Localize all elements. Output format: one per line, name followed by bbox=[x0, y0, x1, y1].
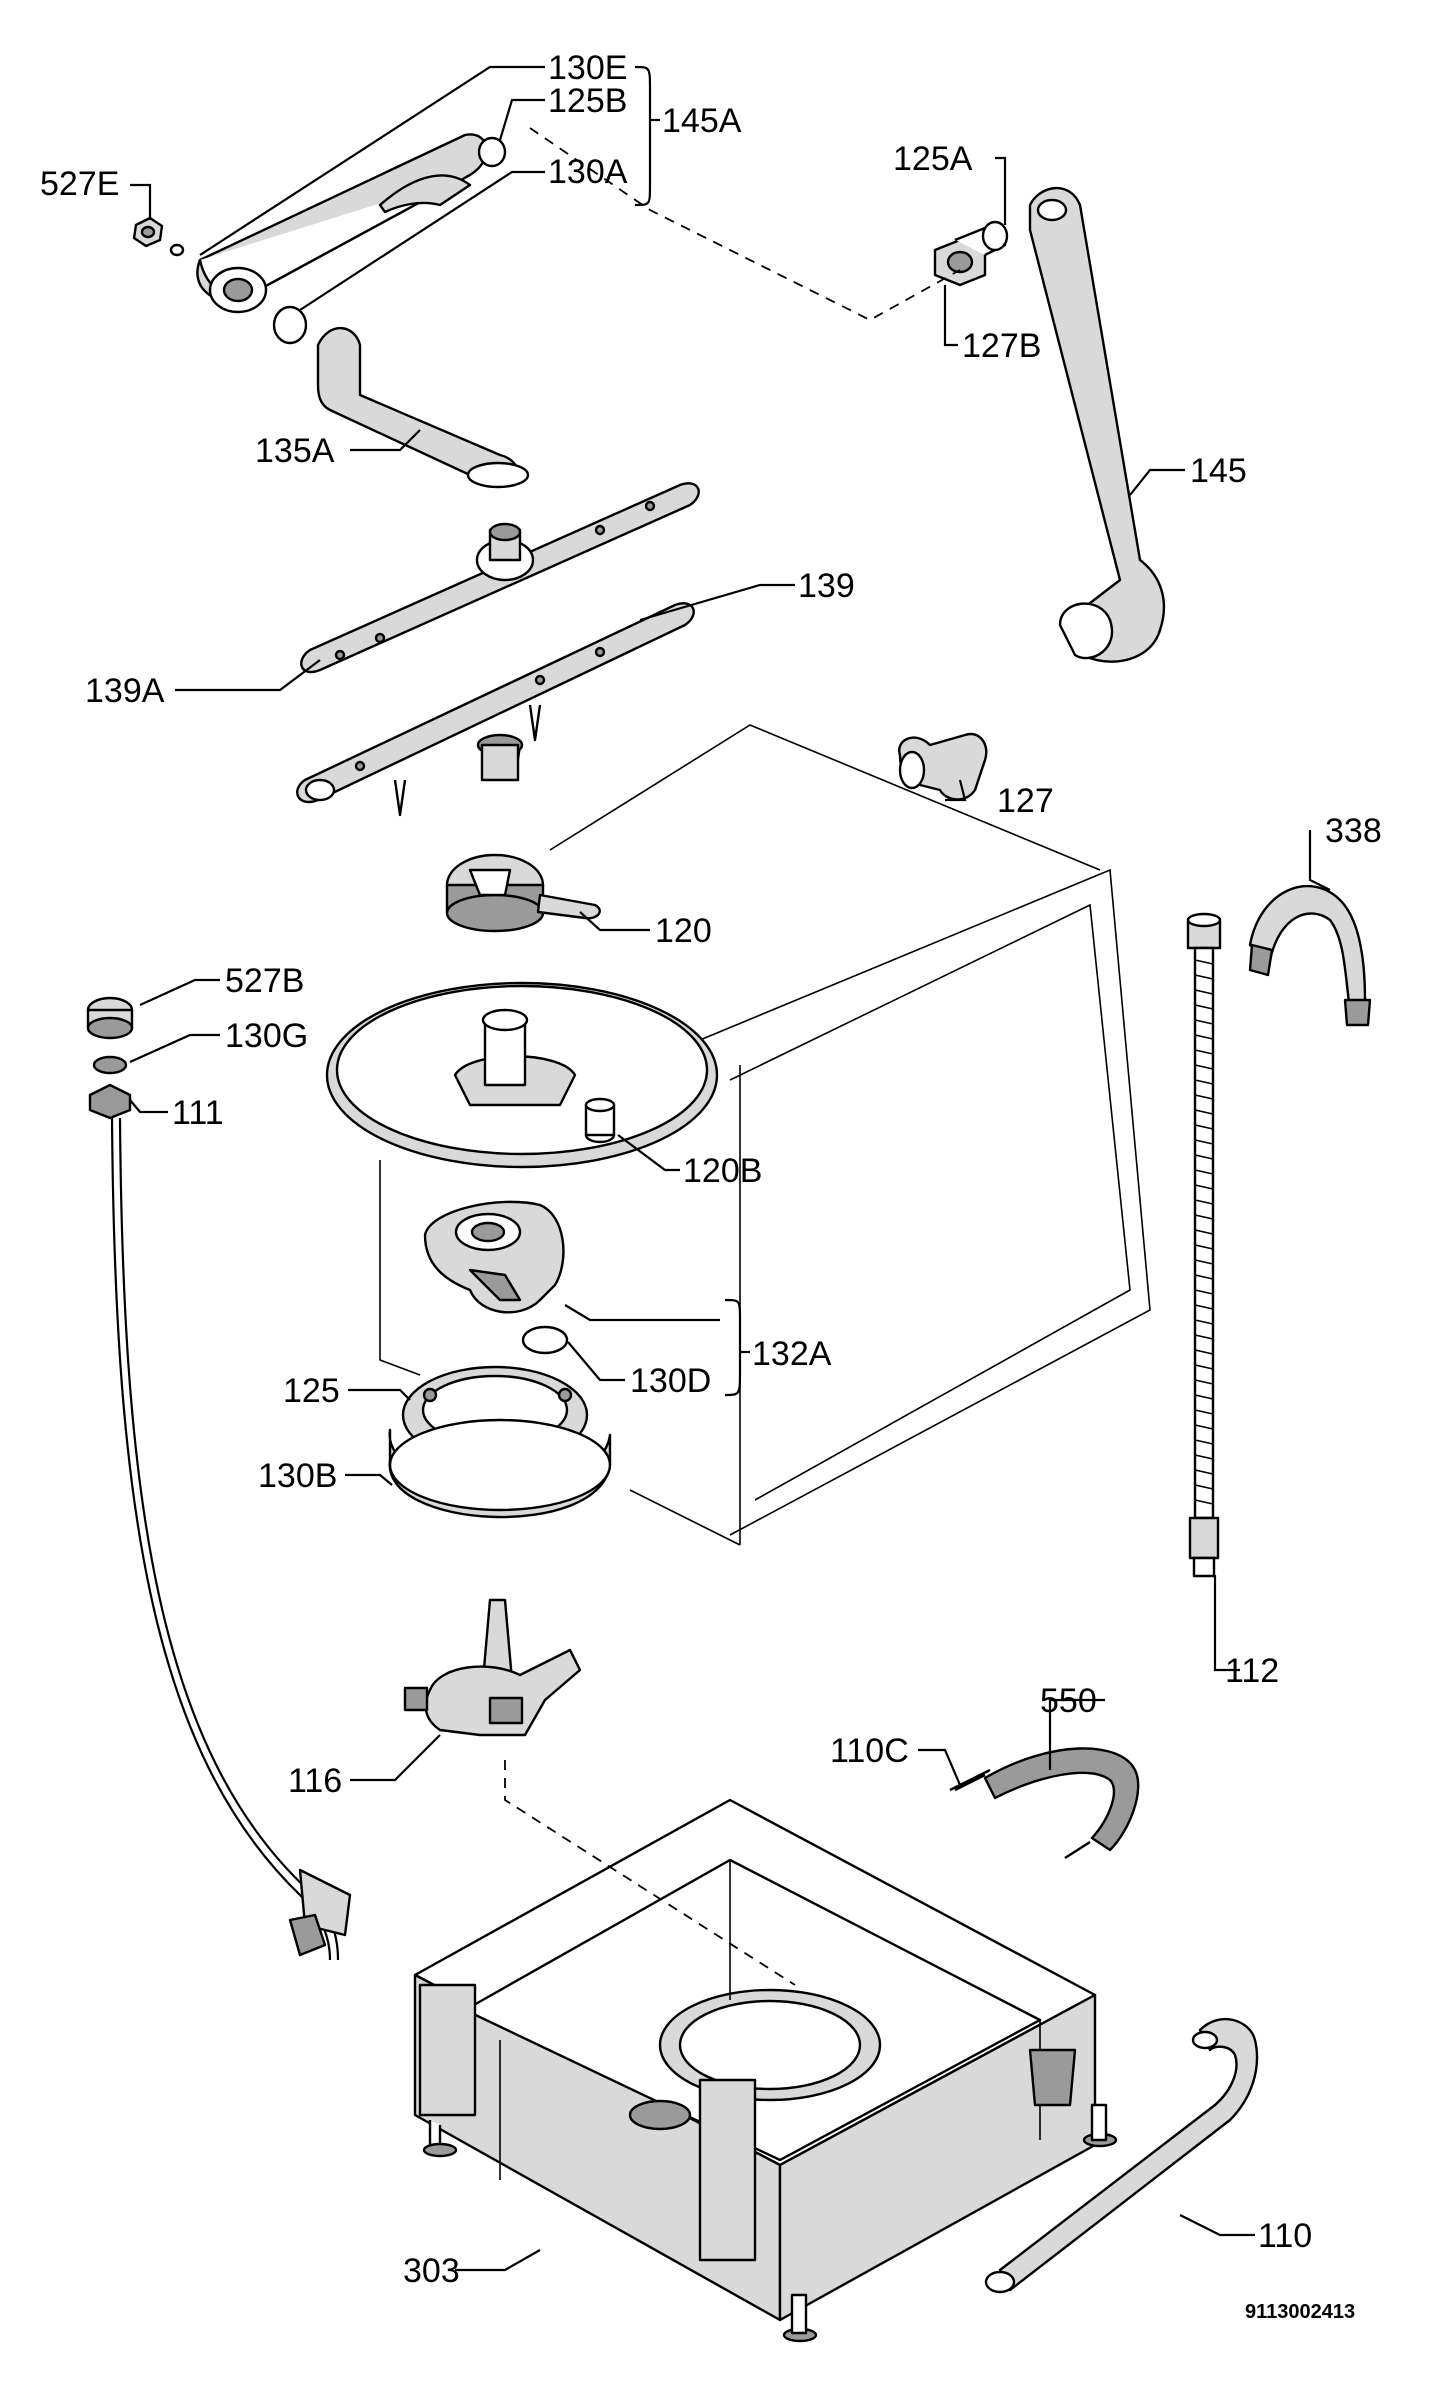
leader-lines bbox=[129, 65, 1331, 2272]
hose-110 bbox=[984, 2018, 1259, 2294]
washer-130g bbox=[92, 1055, 128, 1075]
label-527b: 527B bbox=[225, 962, 304, 1000]
label-130g: 130G bbox=[225, 1017, 308, 1055]
part-116 bbox=[403, 1598, 582, 1737]
seal-130d bbox=[521, 1325, 569, 1355]
ring-125a bbox=[981, 220, 1009, 252]
o-ring-130a bbox=[272, 305, 308, 345]
label-145a: 145A bbox=[662, 102, 742, 140]
pipe-112 bbox=[1186, 912, 1222, 1578]
label-135a: 135A bbox=[255, 432, 335, 470]
label-130e: 130E bbox=[548, 49, 627, 87]
label-127b: 127B bbox=[962, 327, 1041, 365]
spray-arm-145-part bbox=[1028, 186, 1166, 663]
label-303: 303 bbox=[403, 2252, 460, 2290]
label-120: 120 bbox=[655, 912, 712, 950]
nut-527e bbox=[132, 216, 164, 248]
o-ring-125b bbox=[477, 136, 507, 168]
connector-127 bbox=[898, 732, 988, 801]
label-112: 112 bbox=[1225, 1652, 1279, 1690]
label-550: 550 bbox=[1040, 1682, 1097, 1720]
label-139: 139 bbox=[798, 567, 855, 605]
ring-130b bbox=[388, 1418, 612, 1519]
hose-550 bbox=[949, 1747, 1140, 1860]
cabinet-outline bbox=[379, 724, 1151, 1546]
guide-line-upper bbox=[529, 127, 961, 322]
label-130b: 130B bbox=[258, 1457, 337, 1495]
spray-arm-135a-part bbox=[316, 326, 530, 489]
guide-line-lower bbox=[504, 1760, 796, 1986]
spray-arm-139a-part bbox=[300, 482, 700, 674]
label-110: 110 bbox=[1258, 2217, 1312, 2255]
label-110c: 110C bbox=[830, 1732, 909, 1770]
label-130a: 130A bbox=[548, 153, 628, 191]
label-338: 338 bbox=[1325, 812, 1382, 850]
label-125a: 125A bbox=[893, 140, 973, 178]
upper-spray-arm-part bbox=[196, 133, 488, 314]
label-125b: 125B bbox=[548, 82, 627, 120]
label-145: 145 bbox=[1190, 452, 1247, 490]
hose-111-edge bbox=[118, 1117, 340, 1961]
base-frame-303 bbox=[413, 1798, 1118, 2343]
part-120 bbox=[445, 853, 601, 933]
label-125: 125 bbox=[283, 1372, 340, 1410]
hose-end-fitting bbox=[288, 1868, 352, 1957]
hose-111 bbox=[110, 1117, 332, 1961]
spray-arm-139-part bbox=[296, 602, 695, 817]
label-132a: 132A bbox=[752, 1335, 832, 1373]
fitting-111 bbox=[88, 1083, 132, 1120]
filter-120b bbox=[325, 981, 719, 1169]
label-116: 116 bbox=[288, 1762, 342, 1800]
drawing-code: 9113002413 bbox=[1245, 2301, 1355, 2323]
nut-527b bbox=[86, 996, 134, 1040]
part-132a bbox=[423, 1200, 565, 1314]
label-527e: 527E bbox=[40, 165, 119, 203]
label-111: 111 bbox=[172, 1094, 224, 1132]
label-139a: 139A bbox=[85, 672, 165, 710]
o-ring-small bbox=[169, 243, 185, 257]
label-127: 127 bbox=[997, 782, 1054, 820]
label-120b: 120B bbox=[683, 1152, 762, 1190]
label-130d: 130D bbox=[630, 1362, 711, 1400]
clip-338 bbox=[1248, 884, 1372, 1027]
